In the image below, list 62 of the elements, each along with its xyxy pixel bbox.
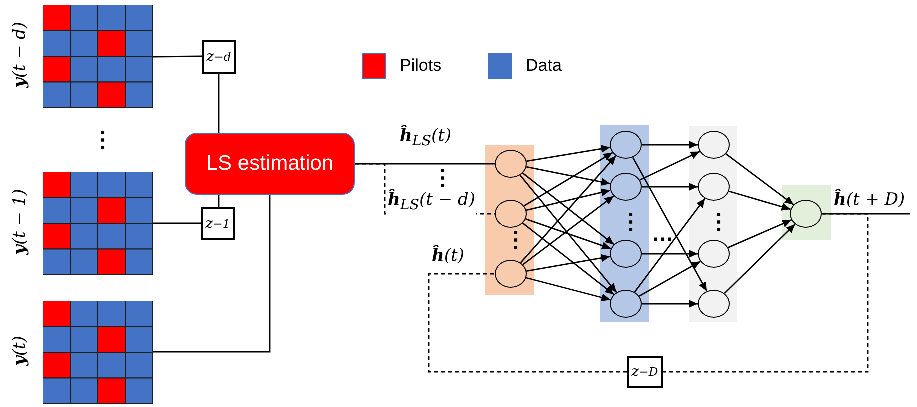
arrow xyxy=(526,188,611,212)
arrow xyxy=(724,224,796,294)
ellipsis-mark: ⋮ xyxy=(620,210,642,234)
arrow xyxy=(522,172,615,246)
signal-label: y(t) xyxy=(10,335,30,368)
arrow xyxy=(729,190,791,211)
connector-line xyxy=(218,195,220,207)
edge-label: ĥ$_{LS}$(t − d) xyxy=(388,190,476,216)
arrow xyxy=(526,277,611,302)
arrow xyxy=(520,156,617,264)
signal-label: y(t − d) xyxy=(10,21,30,90)
edge-label: ĥ(t + D) xyxy=(834,190,906,210)
neuron-circle xyxy=(610,290,642,318)
arrow xyxy=(524,152,614,207)
arrow xyxy=(526,254,610,272)
legend-label: Data xyxy=(526,56,562,76)
arrow xyxy=(728,220,792,248)
neuron-circle xyxy=(610,131,642,159)
edge-label: ĥ(t) xyxy=(432,246,464,266)
signal-label: y(t − 1) xyxy=(10,188,30,258)
arrow xyxy=(642,183,698,191)
layer-band xyxy=(782,185,831,240)
neuron-circle xyxy=(698,240,730,268)
neuron-circle xyxy=(698,290,730,318)
neuron-circle xyxy=(495,150,527,178)
ellipsis-mark: ⋮ xyxy=(92,128,114,152)
arrow xyxy=(642,300,698,308)
arrow xyxy=(639,261,701,297)
connector-line xyxy=(218,74,220,133)
arrow xyxy=(526,218,612,250)
neuron-circle xyxy=(698,173,730,201)
neuron-circle xyxy=(698,131,730,159)
layer-band xyxy=(600,125,649,322)
connector-line xyxy=(428,273,627,373)
legend-label: Pilots xyxy=(400,56,442,76)
connector-line xyxy=(153,56,202,58)
arrow xyxy=(640,151,700,181)
process-box: LS estimation xyxy=(185,133,355,195)
ellipsis-mark: ⋮ xyxy=(708,210,730,234)
arrow xyxy=(526,145,610,162)
arrow xyxy=(642,141,698,149)
neuron-circle xyxy=(495,200,527,228)
layer-band xyxy=(689,126,737,322)
arrow xyxy=(642,250,698,258)
arrow xyxy=(726,154,794,206)
layer-band xyxy=(485,145,534,295)
arrow xyxy=(632,157,708,292)
ellipsis-mark: ⋮ xyxy=(505,228,527,252)
arrow xyxy=(522,196,614,266)
arrow xyxy=(520,174,618,294)
neuron-circle xyxy=(790,200,822,228)
connector-line xyxy=(663,213,869,373)
neuron-circle xyxy=(610,173,642,201)
connector-line xyxy=(153,222,201,224)
arrow xyxy=(522,222,615,296)
ellipsis-mark: … xyxy=(652,222,674,246)
arrow xyxy=(526,166,611,186)
neuron-circle xyxy=(495,260,527,288)
ellipsis-mark: ⋮ xyxy=(432,166,454,190)
neuron-circle xyxy=(610,240,642,268)
connector-line xyxy=(153,195,271,353)
arrow xyxy=(634,198,706,293)
